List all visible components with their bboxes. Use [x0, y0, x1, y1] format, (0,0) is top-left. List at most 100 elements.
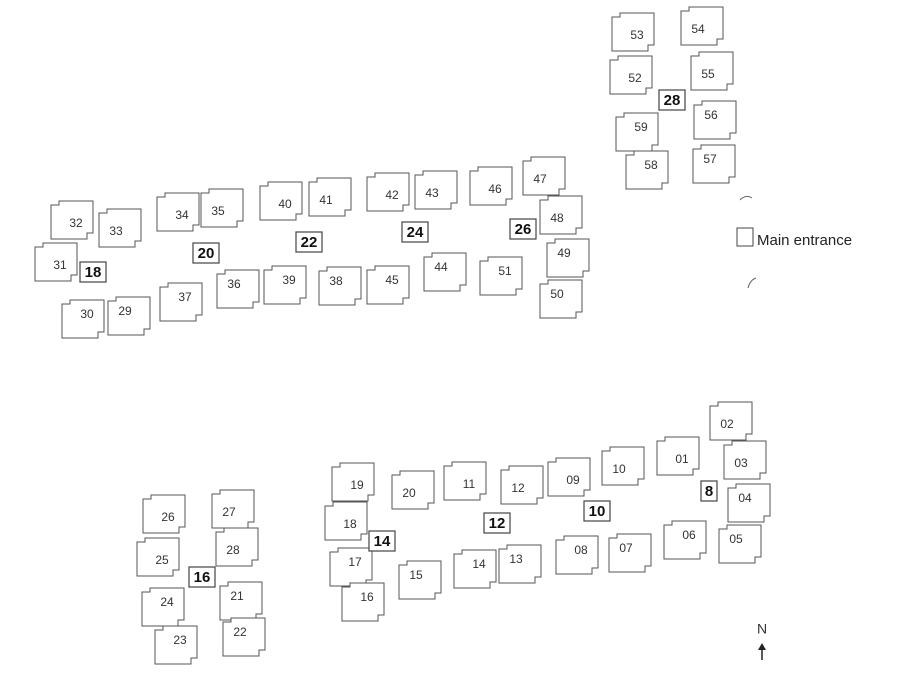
building-number-label: 18: [85, 264, 102, 281]
unit-label: 41: [319, 193, 333, 207]
building-number-label: 24: [407, 224, 424, 241]
unit-outline: [727, 483, 771, 523]
unit-outline: [547, 457, 591, 497]
unit-outline: [443, 461, 487, 501]
unit-outline: [331, 462, 375, 502]
unit-label: 55: [701, 67, 715, 81]
unit-label: 56: [704, 108, 718, 122]
unit-label: 14: [472, 557, 486, 571]
unit-outline: [469, 166, 513, 206]
unit-outline: [498, 544, 542, 584]
building-number-label: 26: [515, 221, 532, 238]
main-entrance-legend-icon: [736, 227, 754, 247]
unit-outline: [414, 170, 458, 210]
unit-label: 18: [343, 517, 357, 531]
unit-outline: [723, 440, 767, 480]
unit-label: 59: [634, 120, 648, 134]
unit-outline: [98, 208, 142, 248]
unit-label: 28: [226, 543, 240, 557]
building-core: [483, 512, 511, 534]
unit-label: 17: [348, 555, 362, 569]
unit-label: 05: [729, 532, 743, 546]
building-20: 34 35 37 36 20: [156, 188, 260, 322]
unit-label: 36: [227, 277, 241, 291]
building-core: [192, 242, 220, 264]
building-number-label: 22: [301, 234, 318, 251]
unit-outline: [216, 269, 260, 309]
unit-outline: [690, 51, 734, 91]
unit-outline: [107, 296, 151, 336]
unit-label: 24: [160, 595, 174, 609]
unit-label: 39: [282, 273, 296, 287]
unit-outline: [366, 265, 410, 305]
unit-label: 27: [222, 505, 236, 519]
unit-label: 35: [211, 204, 225, 218]
unit-label: 25: [155, 553, 169, 567]
unit-label: 22: [233, 625, 247, 639]
unit-label: 01: [675, 452, 689, 466]
unit-label: 07: [619, 541, 633, 555]
unit-label: 38: [329, 274, 343, 288]
building-core: [658, 89, 686, 111]
unit-label: 50: [550, 287, 564, 301]
unit-label: 12: [511, 481, 525, 495]
unit-outline: [500, 465, 544, 505]
unit-label: 10: [612, 462, 626, 476]
unit-label: 43: [425, 186, 439, 200]
building-number-label: 14: [374, 533, 391, 550]
unit-label: 03: [734, 456, 748, 470]
unit-label: 15: [409, 568, 423, 582]
unit-label: 51: [498, 264, 512, 278]
unit-outline: [318, 266, 362, 306]
unit-outline: [423, 252, 467, 292]
building-number-label: 10: [589, 503, 606, 520]
building-core: [700, 480, 718, 502]
unit-outline: [156, 192, 200, 232]
unit-outline: [625, 150, 669, 190]
unit-outline: [366, 172, 410, 212]
building-core: [79, 261, 107, 283]
unit-label: 45: [385, 273, 399, 287]
unit-label: 26: [161, 510, 175, 524]
unit-label: 37: [178, 290, 192, 304]
unit-outline: [200, 188, 244, 228]
unit-outline: [324, 501, 368, 541]
unit-outline: [341, 582, 385, 622]
unit-outline: [159, 282, 203, 322]
building-number-label: 28: [664, 92, 681, 109]
entrance-mark-icon: [747, 277, 757, 289]
unit-outline: [539, 195, 583, 235]
unit-label: 09: [566, 473, 580, 487]
unit-label: 49: [557, 246, 571, 260]
unit-outline: [391, 470, 435, 510]
unit-label: 31: [53, 258, 67, 272]
unit-label: 34: [175, 208, 189, 222]
north-arrow-icon: [758, 643, 766, 660]
unit-outline: [615, 112, 659, 152]
building-core: [188, 566, 216, 588]
unit-outline: [522, 156, 566, 196]
unit-label: 04: [738, 491, 752, 505]
unit-outline: [308, 177, 352, 217]
unit-label: 53: [630, 28, 644, 42]
unit-label: 48: [550, 211, 564, 225]
unit-outline: [50, 200, 94, 240]
unit-outline: [663, 520, 707, 560]
building-core: [509, 218, 537, 240]
building-core: [295, 231, 323, 253]
unit-outline: [215, 527, 259, 567]
building-number-label: 20: [198, 245, 215, 262]
unit-label: 58: [644, 158, 658, 172]
building-number-label: 8: [705, 483, 713, 500]
building-core: [401, 221, 429, 243]
unit-label: 08: [574, 543, 588, 557]
unit-outline: [601, 446, 645, 486]
unit-outline: [611, 12, 655, 52]
unit-outline: [263, 265, 307, 305]
unit-outline: [539, 279, 583, 319]
